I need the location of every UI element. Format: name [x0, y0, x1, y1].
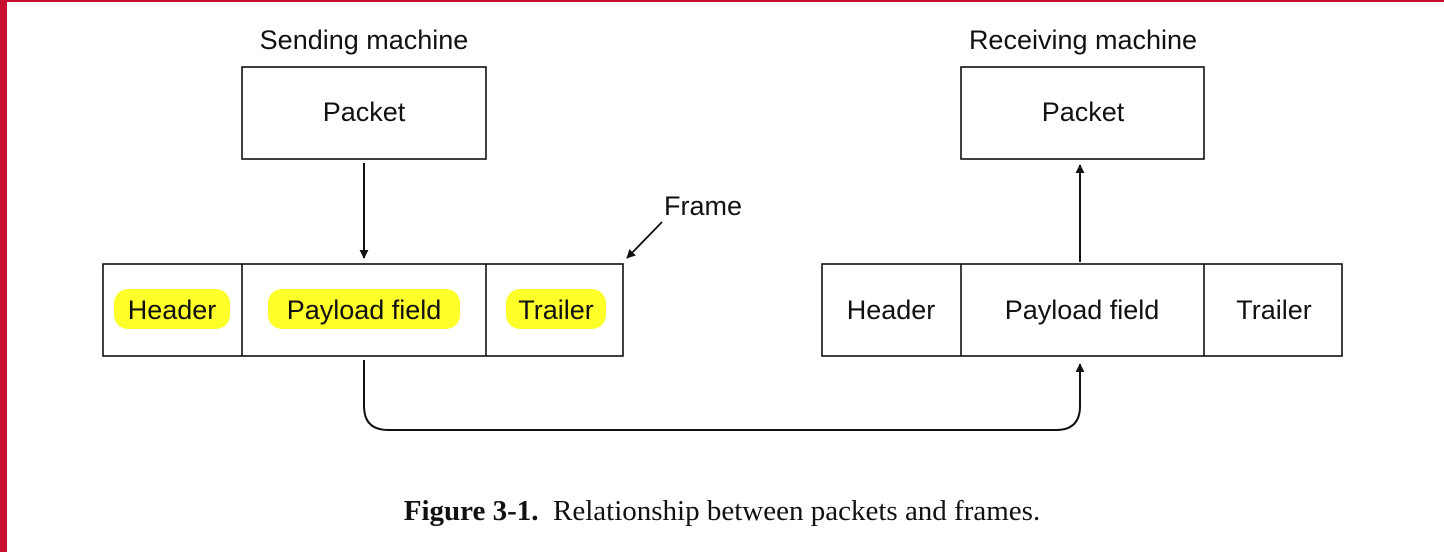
sending-header-label: Header	[128, 295, 217, 325]
receiving-packet-box	[960, 66, 1205, 160]
receiving-packet-label: Packet	[1042, 97, 1125, 127]
receiving-frame-box	[821, 263, 1343, 357]
receiving-trailer-label: Trailer	[1236, 295, 1312, 325]
figure-caption-label: Figure 3-1.	[404, 495, 539, 527]
receiving-header-label: Header	[847, 295, 936, 325]
transfer-path-arrow	[363, 360, 1085, 431]
sending-frame: Header Payload field Trailer	[102, 263, 624, 357]
receiving-frame: Header Payload field Trailer	[821, 263, 1343, 357]
receiving-payload-label: Payload field	[1005, 295, 1160, 325]
trailer-highlight	[506, 289, 606, 329]
payload-highlight	[268, 289, 460, 329]
red-left-border	[0, 0, 7, 552]
sending-payload-label: Payload field	[287, 295, 442, 325]
red-top-border	[0, 0, 1444, 2]
figure-caption: Figure 3-1. Relationship between packets…	[404, 495, 1040, 527]
frame-callout-label: Frame	[664, 191, 742, 221]
sending-trailer-label: Trailer	[518, 295, 594, 325]
frame-callout-arrow	[626, 221, 663, 259]
figure-caption-text: Relationship between packets and frames.	[553, 495, 1040, 527]
header-highlight	[114, 289, 230, 329]
sending-machine-title: Sending machine	[260, 25, 469, 55]
sending-packet-label: Packet	[323, 97, 406, 127]
receiving-machine-title: Receiving machine	[969, 25, 1197, 55]
sending-packet-box	[241, 66, 487, 160]
